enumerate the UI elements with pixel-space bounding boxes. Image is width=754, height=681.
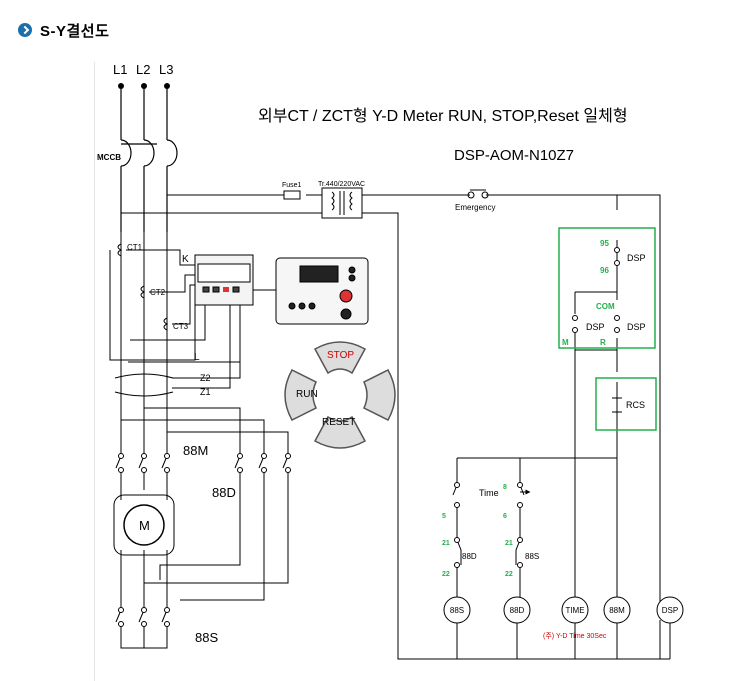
ct1-label: CT1 xyxy=(127,243,143,252)
coil-88s-label: 88S xyxy=(450,606,464,615)
time-label: Time xyxy=(479,488,499,498)
keypad xyxy=(284,341,396,449)
control-ladder xyxy=(456,195,618,600)
divider xyxy=(94,62,95,681)
dsp-contact-group xyxy=(558,227,656,349)
t6-label: 6 xyxy=(503,513,507,520)
fuse-icon xyxy=(283,190,301,200)
t8-label: 8 xyxy=(503,484,507,491)
mccb-label: MCCB xyxy=(97,153,121,162)
z1-label: Z1 xyxy=(200,387,211,397)
model-label: DSP-AOM-N10Z7 xyxy=(454,147,574,164)
t95-label: 95 xyxy=(600,239,609,248)
coil-dsp-label: DSP xyxy=(662,606,678,615)
stop-button-label: STOP xyxy=(327,350,354,361)
chevron-right-icon xyxy=(18,23,32,37)
ct2-label: CT2 xyxy=(150,288,166,297)
emergency-label: Emergency xyxy=(455,203,495,212)
coil-88d-label: 88D xyxy=(510,606,525,615)
reset-button-label: RESET xyxy=(322,417,355,428)
m-terminal-label: M xyxy=(562,338,569,347)
phase-l3-label: L3 xyxy=(159,62,173,77)
transformer-label: Tr.440/220VAC xyxy=(318,181,365,188)
contactor-terminals xyxy=(118,453,291,473)
z2-label: Z2 xyxy=(200,373,211,383)
dsp-contact-label-2: DSP xyxy=(586,322,605,332)
ct-wiring xyxy=(109,232,241,389)
com-label: COM xyxy=(596,302,615,311)
contactor-wiring xyxy=(115,407,289,610)
rcs-label: RCS xyxy=(626,400,645,410)
88d-interlock-label: 88D xyxy=(462,552,477,561)
88m-label: 88M xyxy=(183,443,208,458)
rcs-group xyxy=(595,377,657,431)
phase-conductors xyxy=(120,86,178,232)
88s-label: 88S xyxy=(195,630,218,645)
phase-l2-label: L2 xyxy=(136,62,150,77)
dsp-controller xyxy=(275,257,369,325)
phase-l1-label: L1 xyxy=(113,62,127,77)
ct3-label: CT3 xyxy=(173,322,189,331)
t21-right-label: 21 xyxy=(505,540,513,547)
zct-core xyxy=(114,370,174,412)
88d-label: 88D xyxy=(212,485,236,500)
88s-contacts xyxy=(115,609,168,649)
diagram-title: 외부CT / ZCT형 Y-D Meter RUN, STOP,Reset 일체… xyxy=(258,107,628,125)
fuse-label: Fuse1 xyxy=(282,182,302,189)
motor-label: M xyxy=(139,518,150,533)
t96-label: 96 xyxy=(600,266,609,275)
transformer-icon xyxy=(321,187,363,219)
coil-time-label: TIME xyxy=(565,606,584,615)
timer-note: (주) Y-D Time 30Sec xyxy=(543,632,607,640)
dsp-contact-label-3: DSP xyxy=(627,322,646,332)
t22-left-label: 22 xyxy=(442,571,450,578)
l-label: L xyxy=(194,352,200,363)
t5-label: 5 xyxy=(442,513,446,520)
dsp-contact-label-1: DSP xyxy=(627,253,646,263)
88s-interlock-label: 88S xyxy=(525,552,539,561)
section-title: S-Y결선도 xyxy=(40,22,110,40)
t22-right-label: 22 xyxy=(505,571,513,578)
coil-88m-label: 88M xyxy=(609,606,625,615)
run-button-label: RUN xyxy=(296,389,318,400)
k-label: K xyxy=(182,254,189,265)
section-heading: S-Y결선도 xyxy=(18,20,109,40)
r-terminal-label: R xyxy=(600,338,606,347)
relay-module xyxy=(194,254,276,306)
t21-left-label: 21 xyxy=(442,540,450,547)
emergency-switch-icon xyxy=(467,189,489,199)
motor-icon xyxy=(113,494,175,556)
